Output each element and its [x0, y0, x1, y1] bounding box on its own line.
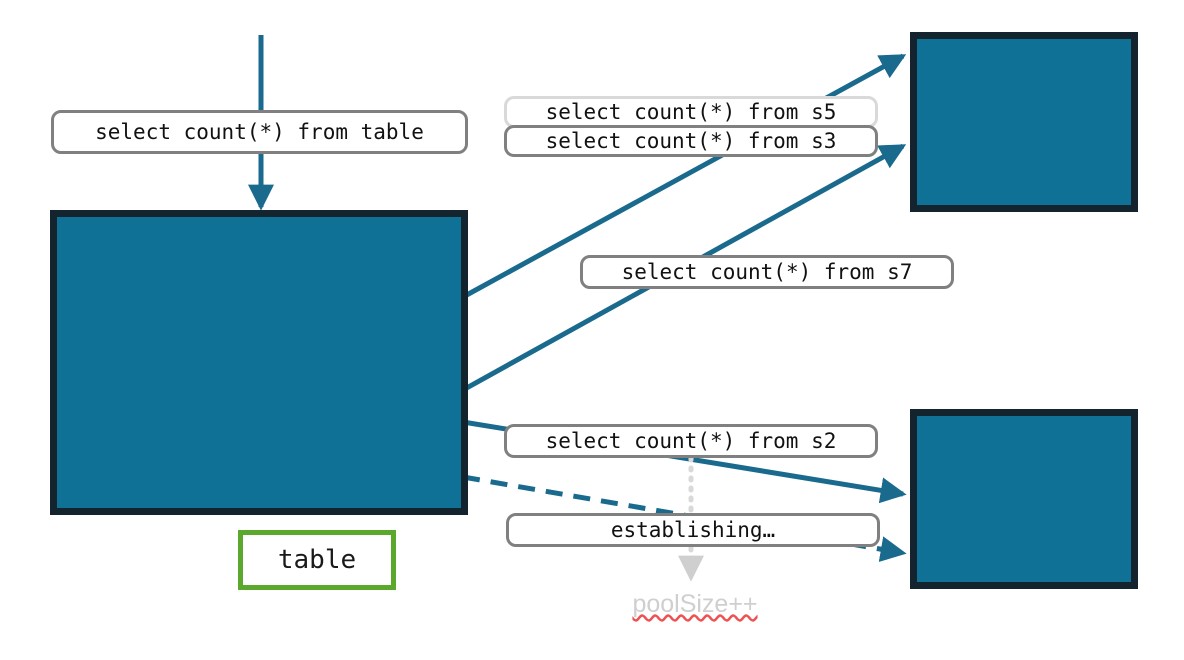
query-label-s5[interactable]: select count(*) from s5: [504, 96, 878, 128]
table-group-box: table: [50, 210, 468, 590]
query-label-s3[interactable]: select count(*) from s3: [504, 125, 878, 157]
node-table[interactable]: table: [238, 530, 396, 590]
pool-counter-annotation: poolSize++: [600, 590, 790, 619]
pool-counter-text: poolSize++: [632, 590, 758, 618]
shard-group-b-box: s2 s6 s4: [910, 409, 1138, 589]
status-label-establishing: establishing…: [506, 513, 880, 547]
query-label-table[interactable]: select count(*) from table: [51, 110, 468, 154]
shard-group-a-box: s1 s3 s5 s7: [910, 32, 1138, 212]
query-label-s2[interactable]: select count(*) from s2: [504, 424, 878, 458]
query-label-s7[interactable]: select count(*) from s7: [580, 255, 954, 289]
